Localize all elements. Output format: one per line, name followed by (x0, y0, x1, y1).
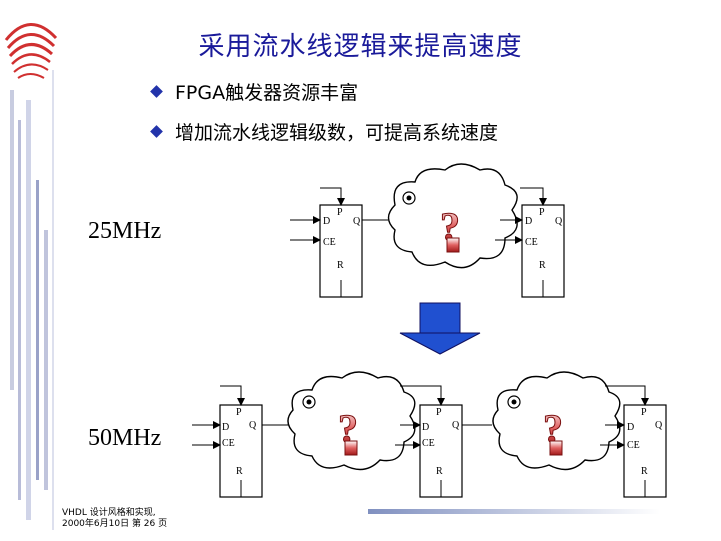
slide-footer: VHDL 设计风格和实现, 2000年6月10日 第 26 页 (62, 508, 167, 530)
logic-cloud-top: ? (387, 163, 518, 269)
flipflop-bottom-2: P D Q CE R (419, 404, 463, 498)
question-mark-icon: ? (338, 406, 358, 451)
frequency-label-50mhz: 50MHz (88, 425, 162, 451)
pin-d-label: D (525, 216, 532, 227)
bullet-item: FPGA触发器资源丰富 (150, 78, 359, 105)
pin-r-label: R (236, 466, 243, 477)
left-decoration (4, 23, 58, 530)
pin-r-label: R (539, 260, 546, 271)
bullet-text: 增加流水线逻辑级数，可提高系统速度 (175, 122, 499, 144)
footer-divider (368, 509, 660, 514)
pin-p-label: P (236, 407, 242, 418)
pin-ce-label: CE (422, 438, 435, 449)
pin-d-label: D (422, 422, 429, 433)
pin-d-label: D (323, 216, 330, 227)
pin-r-label: R (436, 466, 443, 477)
slide-title: 采用流水线逻辑来提高速度 (198, 32, 523, 62)
question-mark-icon: ? (543, 406, 563, 451)
pin-ce-label: CE (627, 440, 640, 451)
pin-r-label: R (641, 466, 648, 477)
pin-p-label: P (539, 207, 545, 218)
logic-cloud-bottom-2: ? (492, 371, 621, 471)
pin-ce-label: CE (323, 237, 336, 248)
footer-line-2: 2000年6月10日 第 26 页 (62, 519, 168, 529)
company-logo (4, 23, 58, 79)
logic-cloud-bottom-1: ? (287, 371, 416, 471)
pin-r-label: R (337, 260, 344, 271)
pin-q-label: Q (249, 420, 257, 431)
frequency-label-25mhz: 25MHz (88, 218, 162, 244)
pin-p-label: P (337, 207, 343, 218)
pin-d-label: D (627, 422, 634, 433)
pin-q-label: Q (655, 420, 663, 431)
pin-d-label: D (222, 422, 229, 433)
footer-line-1: VHDL 设计风格和实现, (62, 508, 156, 518)
pin-ce-label: CE (222, 438, 235, 449)
bullet-text: FPGA触发器资源丰富 (175, 82, 359, 104)
pin-q-label: Q (353, 216, 361, 227)
pin-ce-label: CE (525, 237, 538, 248)
pin-q-label: Q (452, 420, 460, 431)
bullet-item: 增加流水线逻辑级数，可提高系统速度 (150, 118, 499, 145)
down-arrow-icon (399, 302, 481, 355)
pin-p-label: P (436, 407, 442, 418)
pin-p-label: P (641, 407, 647, 418)
pin-q-label: Q (555, 216, 563, 227)
